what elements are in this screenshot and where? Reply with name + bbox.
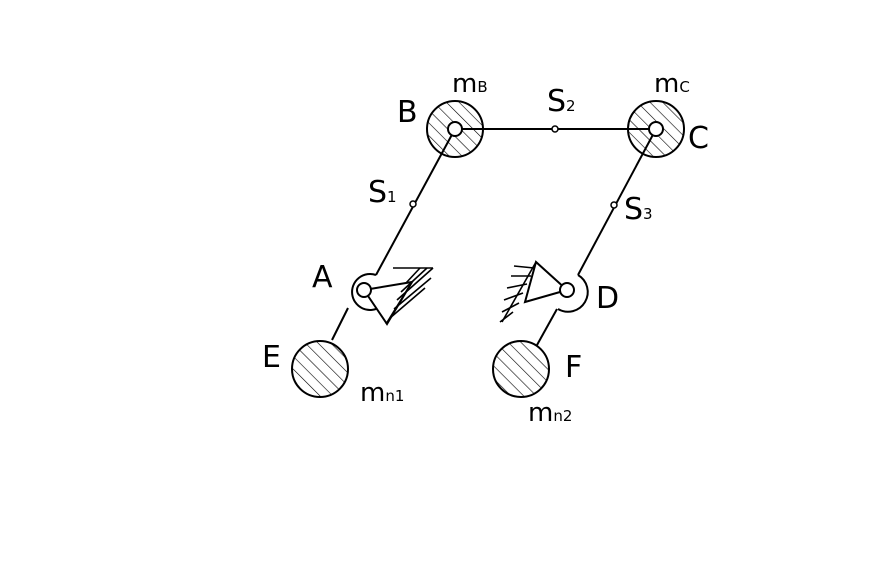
point-s2 bbox=[551, 125, 559, 133]
link-df bbox=[536, 308, 558, 346]
label-s2: S2 bbox=[547, 84, 576, 119]
point-s3 bbox=[610, 201, 618, 209]
joint-c-revolute-joint-icon bbox=[648, 121, 664, 137]
link-ae bbox=[331, 307, 349, 341]
label-mb: mB bbox=[452, 69, 488, 99]
label-b: B bbox=[397, 95, 418, 130]
joint-b-revolute-joint-icon bbox=[447, 121, 463, 137]
label-a: A bbox=[312, 260, 333, 295]
point-s1 bbox=[409, 200, 417, 208]
label-d: D bbox=[596, 281, 619, 316]
label-mn1: mn1 bbox=[360, 378, 404, 408]
mass-f-hatched-mass-icon bbox=[492, 340, 550, 398]
mass-e-hatched-mass-icon bbox=[291, 340, 349, 398]
label-s3: S3 bbox=[624, 192, 653, 227]
label-f: F bbox=[565, 350, 582, 385]
pivot-a-fixed-support-icon bbox=[351, 267, 434, 326]
label-mn2: mn2 bbox=[528, 398, 572, 428]
label-mc: mC bbox=[654, 69, 690, 99]
label-c: C bbox=[688, 121, 709, 156]
label-s1: S1 bbox=[368, 175, 397, 210]
label-e: E bbox=[262, 340, 281, 375]
pivot-d-fixed-support-icon bbox=[499, 260, 589, 323]
